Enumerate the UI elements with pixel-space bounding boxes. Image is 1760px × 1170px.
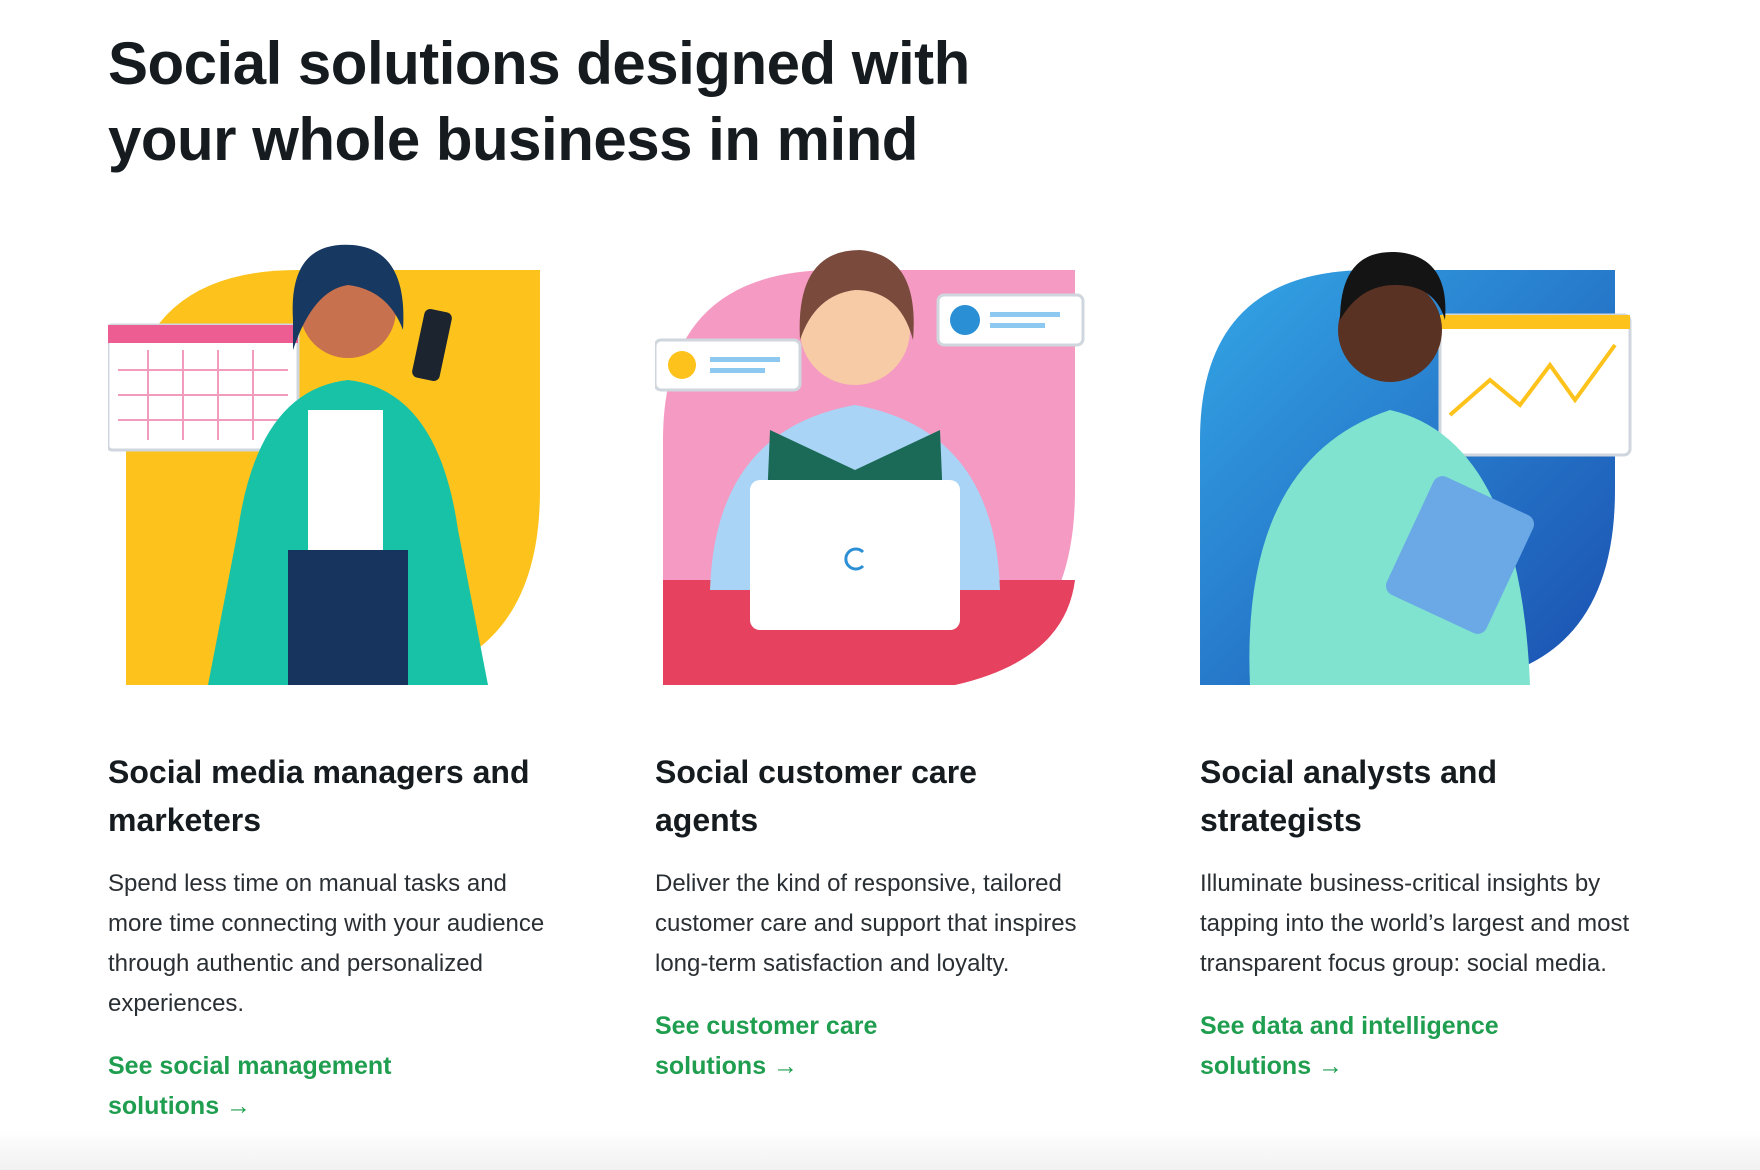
analyst-illustration: [1200, 251, 1632, 685]
marketer-illustration: [108, 244, 540, 685]
data-intelligence-link[interactable]: See data and intelligence solutions →: [1200, 1012, 1499, 1080]
page-title: Social solutions designed with your whol…: [108, 30, 970, 173]
card-social-media-managers: Social media managers and marketers Spen…: [108, 230, 558, 1126]
social-management-link[interactable]: See social management solutions →: [108, 1052, 392, 1120]
card-description: Spend less time on manual tasks and more…: [108, 870, 545, 1017]
card-title: Social analysts and strategists: [1200, 754, 1498, 838]
card-description: Deliver the kind of responsive, tailored…: [655, 870, 1077, 977]
customer-care-link[interactable]: See customer care solutions →: [655, 1012, 878, 1080]
card-customer-care: Social customer care agents Deliver the …: [655, 230, 1105, 1086]
care-agent-illustration: [655, 250, 1085, 685]
card-title: Social media managers and marketers: [108, 754, 530, 838]
card-social-analysts: Social analysts and strategists Illumina…: [1200, 230, 1650, 1086]
section-divider: [0, 1130, 1760, 1170]
card-title: Social customer care agents: [655, 754, 977, 838]
card-description: Illuminate business-critical insights by…: [1200, 870, 1630, 977]
